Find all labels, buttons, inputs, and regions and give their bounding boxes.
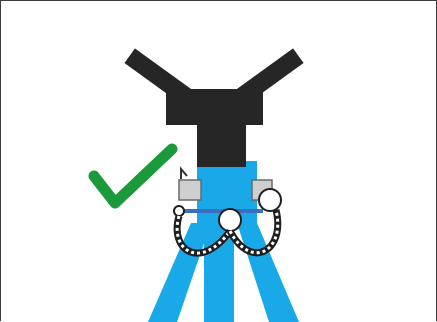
pin-rings — [173, 188, 282, 232]
ring-left — [173, 205, 185, 217]
stand-leg-right — [237, 223, 299, 322]
clip-hook — [180, 166, 188, 179]
stand-saddle — [124, 48, 304, 167]
pin-clip-left — [178, 179, 202, 201]
saddle-post — [197, 119, 246, 167]
ring-center — [218, 208, 242, 232]
ring-right — [258, 188, 282, 212]
stand-leg-left — [148, 223, 211, 322]
safety-chain — [173, 209, 282, 257]
stand-legs — [148, 161, 299, 322]
checkmark-icon — [88, 143, 178, 209]
